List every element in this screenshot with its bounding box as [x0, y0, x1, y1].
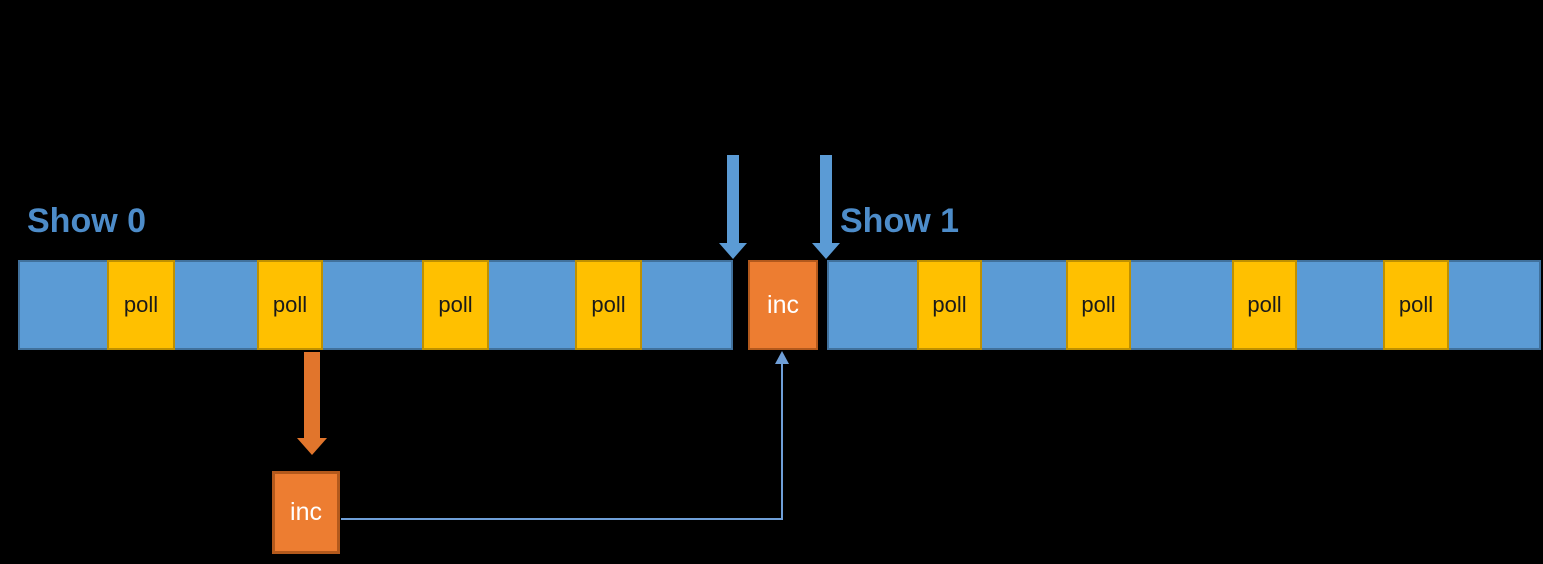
down-arrow-right-shaft: [820, 155, 832, 244]
poll-label: poll: [123, 292, 159, 317]
connector-line-vertical: [781, 362, 783, 520]
poll-label: poll: [591, 292, 626, 317]
poll-box: poll: [1066, 260, 1131, 350]
down-arrow-left-head-icon: [719, 243, 747, 259]
poll-box: poll: [1232, 260, 1297, 350]
inc-box-timeline: inc: [748, 260, 818, 350]
down-arrow-left-shaft: [727, 155, 739, 244]
show-1-label: Show 1: [840, 202, 960, 240]
inc-box-detached: inc: [272, 471, 340, 554]
inc-label: inc: [290, 498, 322, 526]
poll-box: poll: [422, 260, 489, 350]
poll-box: poll: [257, 260, 323, 350]
poll-label: poll: [438, 292, 473, 317]
orange-down-arrow-shaft: [304, 352, 320, 439]
orange-down-arrow-head-icon: [297, 438, 327, 455]
poll-box: poll: [1383, 260, 1449, 350]
connector-line-horizontal: [341, 518, 783, 520]
poll-label: poll: [1247, 292, 1282, 317]
poll-label: poll: [1081, 292, 1116, 317]
poll-label: poll: [1398, 292, 1434, 317]
poll-label: poll: [932, 292, 967, 317]
show-0-label: Show 0: [27, 202, 147, 240]
connector-up-arrowhead-icon: [775, 351, 789, 364]
poll-box: poll: [575, 260, 642, 350]
poll-label: poll: [272, 292, 308, 317]
inc-label: inc: [767, 290, 799, 319]
poll-box: poll: [917, 260, 982, 350]
down-arrow-right-head-icon: [812, 243, 840, 259]
poll-box: poll: [107, 260, 175, 350]
